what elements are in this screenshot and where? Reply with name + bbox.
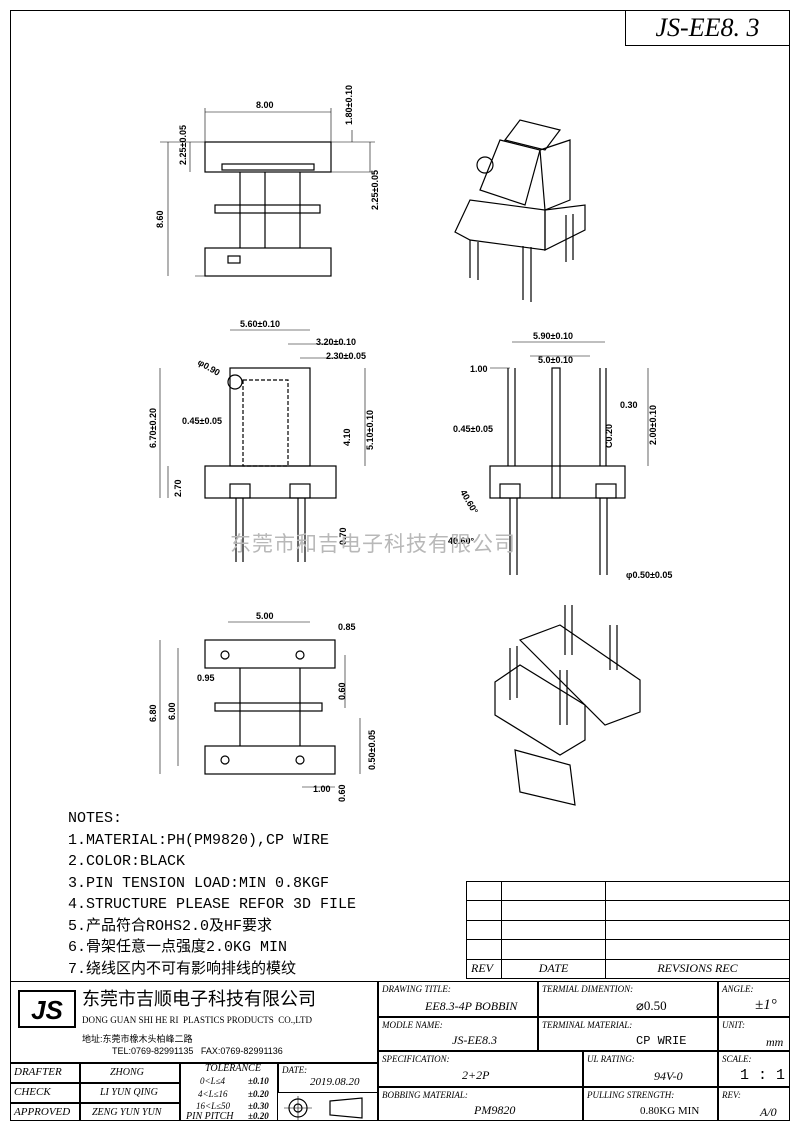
isometric-view-1 [454, 119, 586, 302]
svg-text:1.00: 1.00 [470, 364, 488, 374]
svg-text:5.00: 5.00 [256, 611, 274, 621]
bottom-view [204, 639, 336, 775]
svg-text:φ0.90: φ0.90 [196, 357, 222, 378]
part-code: JS-EE8. 3 [625, 10, 790, 46]
svg-text:5.90±0.10: 5.90±0.10 [533, 331, 573, 341]
company-tel: TEL:0769-82991135 FAX:0769-82991136 [112, 1046, 283, 1056]
note-item: 2.COLOR:BLACK [68, 853, 186, 870]
front-view [489, 367, 626, 575]
note-item: 6.骨架任意一点强度2.0KG MIN [68, 939, 288, 956]
company-logo: JS [18, 990, 76, 1028]
svg-text:5.10±0.10: 5.10±0.10 [365, 410, 375, 450]
svg-text:40.60°: 40.60° [458, 488, 480, 516]
svg-text:6.00: 6.00 [167, 702, 177, 720]
svg-text:0.85: 0.85 [338, 622, 356, 632]
svg-text:0.45±0.05: 0.45±0.05 [182, 416, 222, 426]
svg-text:φ0.50±0.05: φ0.50±0.05 [626, 570, 672, 580]
svg-text:5.0±0.10: 5.0±0.10 [538, 355, 573, 365]
svg-text:0.45±0.05: 0.45±0.05 [453, 424, 493, 434]
svg-text:6.70±0.20: 6.70±0.20 [148, 408, 158, 448]
svg-text:C0.20: C0.20 [604, 424, 614, 448]
svg-text:1.00: 1.00 [313, 784, 331, 794]
notes-block: NOTES: 1.MATERIAL:PH(PM9820),CP WIRE 2.C… [68, 808, 356, 980]
svg-text:3.20±0.10: 3.20±0.10 [316, 337, 356, 347]
svg-text:0.70: 0.70 [338, 527, 348, 545]
svg-text:2.70: 2.70 [173, 479, 183, 497]
svg-text:0.95: 0.95 [197, 673, 215, 683]
svg-text:2.25±0.05: 2.25±0.05 [178, 125, 188, 165]
note-item: 7.绕线区内不可有影响排线的模纹 [68, 960, 297, 978]
note-item: 5.产品符合ROHS2.0及HF要求 [68, 917, 273, 935]
svg-text:0.30: 0.30 [620, 400, 638, 410]
side-view [204, 367, 337, 562]
svg-text:2.25±0.05: 2.25±0.05 [370, 170, 380, 210]
dim-8: 8.00 [256, 100, 274, 110]
company-address: 地址:东莞市橡木头柏峰二路 [82, 1034, 193, 1044]
svg-text:8.60: 8.60 [155, 210, 165, 228]
revision-header: REVSIONS REC [605, 958, 790, 980]
note-item: 4.STRUCTURE PLEASE REFOR 3D FILE [68, 896, 357, 913]
svg-text:2.00±0.10: 2.00±0.10 [648, 405, 658, 445]
watermark: 东莞市和吉电子科技有限公司 [230, 533, 516, 556]
top-view [204, 141, 332, 277]
svg-text:40.60°: 40.60° [448, 536, 475, 546]
svg-text:0.50±0.05: 0.50±0.05 [367, 730, 377, 770]
company-name-en: DONG GUAN SHI HE RI PLASTICS PRODUCTS CO… [82, 1015, 312, 1025]
drawing-title: EE8.3-4P BOBBIN [425, 999, 518, 1013]
isometric-view-2 [494, 605, 641, 806]
note-item: 3.PIN TENSION LOAD:MIN 0.8KGF [68, 874, 330, 892]
svg-text:2.30±0.05: 2.30±0.05 [326, 351, 366, 361]
company-block [10, 981, 378, 1063]
note-item: 1.MATERIAL:PH(PM9820),CP WIRE [68, 831, 330, 849]
revision-table: REV DATE REVSIONS REC [466, 880, 790, 980]
model-name: JS-EE8.3 [452, 1033, 497, 1047]
projection-symbol [284, 1096, 363, 1120]
notes-heading: NOTES: [68, 810, 123, 827]
svg-text:1.80±0.10: 1.80±0.10 [344, 85, 354, 125]
company-name-cn: 东莞市吉顺电子科技有限公司 [82, 989, 316, 1010]
svg-text:0.60: 0.60 [337, 784, 347, 802]
svg-text:0.60: 0.60 [337, 682, 347, 700]
svg-text:5.60±0.10: 5.60±0.10 [240, 319, 280, 329]
svg-text:6.80: 6.80 [148, 704, 158, 722]
svg-text:4.10: 4.10 [342, 428, 352, 446]
rev-header: REV [466, 958, 502, 980]
date-header: DATE [501, 958, 606, 980]
